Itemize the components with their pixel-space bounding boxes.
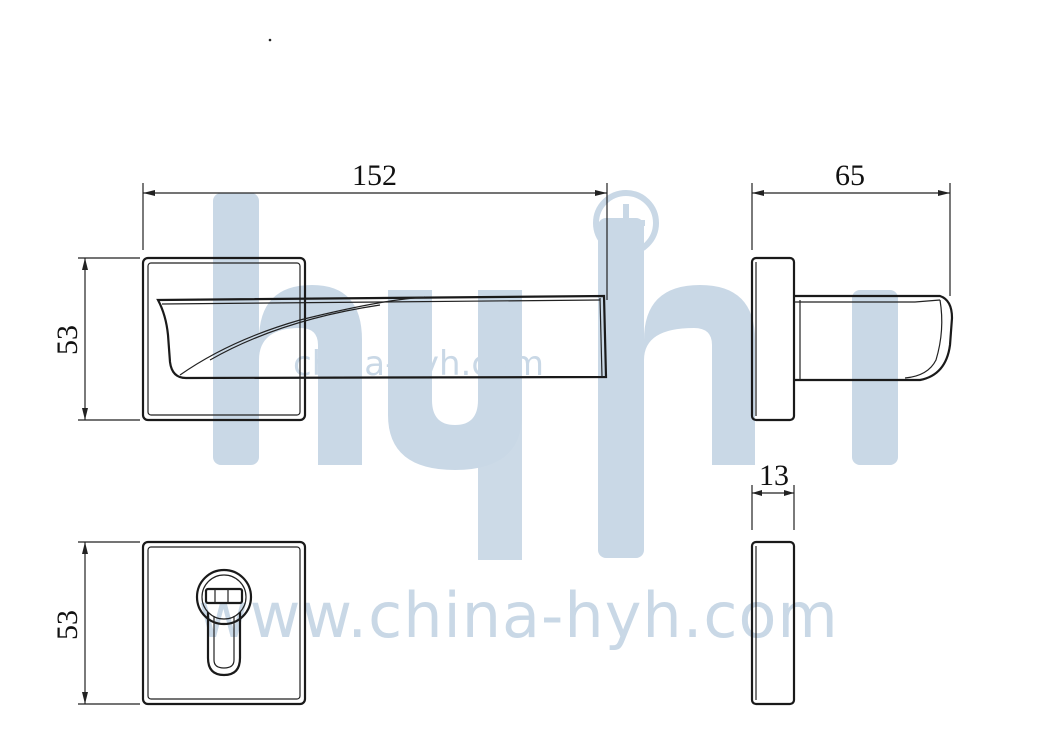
rose-front-inner (147, 262, 301, 416)
dim-152-arrow-right (595, 190, 607, 196)
handle-side-profile (794, 294, 954, 382)
front-view-handle: 152 53 (51, 159, 608, 422)
side-view-handle: 65 (750, 159, 954, 422)
dim-53-top-label: 53 (51, 325, 84, 355)
handle-lever-twist-2 (209, 304, 381, 361)
dim-53-bottom-arrow-up (82, 542, 88, 554)
dim-152-label: 152 (352, 159, 397, 192)
rose-side (750, 256, 796, 422)
side-view-escutcheon: 13 (750, 459, 796, 706)
dim-13-arrow-right (784, 490, 794, 496)
stray-mark (268, 38, 272, 42)
watermark-url-large: www.china-hyh.com (198, 579, 839, 652)
cylinder-thumbturn (204, 587, 244, 605)
dim-65-arrow-right (938, 190, 950, 196)
dim-13-label: 13 (759, 459, 789, 492)
dim-53-top-arrow-down (82, 408, 88, 420)
escutcheon-front-outer (141, 540, 307, 706)
dim-53-top-arrow-up (82, 258, 88, 270)
dim-53-bottom-label: 53 (51, 610, 84, 640)
escutcheon-side (750, 540, 796, 706)
escutcheon-front-inner (147, 546, 301, 700)
dim-65-arrow-left (752, 190, 764, 196)
handle-side-top-inner (794, 299, 941, 303)
handle-lever-twist (179, 296, 426, 376)
dim-13-arrow-left (752, 490, 762, 496)
dim-53-bottom-arrow-down (82, 692, 88, 704)
dim-65-label: 65 (835, 159, 865, 192)
front-view-escutcheon: 53 (51, 540, 307, 706)
cylinder-round (195, 568, 253, 626)
dim-152-arrow-left (143, 190, 155, 196)
handle-lever-outline (156, 294, 608, 380)
rose-front-outer (141, 256, 307, 422)
cylinder-slot (213, 616, 235, 669)
watermark-logo (213, 190, 898, 560)
handle-lever-end (599, 297, 603, 378)
cylinder-keyhole (206, 612, 242, 677)
cylinder-round-inner (201, 574, 247, 620)
handle-side-curve (904, 299, 943, 379)
